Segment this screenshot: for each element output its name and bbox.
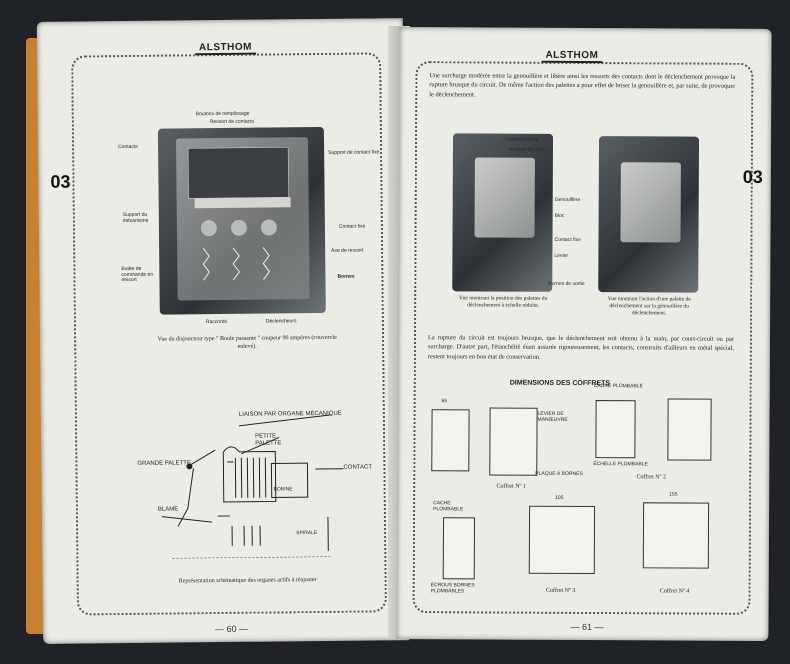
right-folio: — 61 — (570, 621, 604, 633)
mechanism-label: Ressort de choc (508, 146, 546, 153)
breaker-mechanism-drawing (187, 147, 291, 281)
photo-label: Raccords (205, 318, 228, 326)
photo-label: Butée de commande en ressort (121, 265, 154, 284)
case-label-4: Coffret Nº 4 (659, 588, 690, 595)
case-label-2: Coffret Nº 2 (636, 474, 666, 481)
second-paragraph: La rupture du circuit est toujours brusq… (427, 334, 734, 361)
case-label-3: Coffret Nº 3 (545, 587, 576, 594)
dims-label: 65 (441, 398, 448, 405)
diagram-label-contact: CONTACT (343, 464, 373, 471)
photo-label: Contacts (118, 143, 138, 151)
left-folio: — 60 — (215, 623, 249, 635)
photo-caption-a: Vue montrant la position des palettes du… (459, 295, 548, 309)
dims-label: ÉCHELLE PLOMBABLE (593, 461, 648, 468)
case3-front-drawing (528, 505, 596, 575)
mechanism-label: Levier (554, 252, 569, 259)
mechanism-photo-b (598, 136, 700, 293)
mechanism-plate-b (620, 162, 681, 243)
pallet-schematic (161, 414, 344, 559)
photo-caption-b: Vue montrant l'action d'une palette de d… (607, 296, 691, 317)
dims-label: CADRE PLOMBABLE (593, 383, 643, 390)
diagram-label-blade: BLAME (157, 506, 179, 513)
diagram-label-small-pallet: PETITE PALETTE (255, 433, 282, 447)
mechanism-photo-a (452, 133, 554, 292)
breaker-photo (157, 126, 326, 315)
left-chapter-number: 03 (50, 171, 71, 192)
diagram-label-coil2: SPIRALE (296, 530, 318, 537)
intro-paragraph: Une surcharge modérée entre la genouillè… (429, 72, 736, 98)
photo-label: Bornes (337, 273, 355, 280)
mechanism-label: Contact mobile (505, 136, 539, 143)
diagram-label-linkage: LIAISON PAR ORGANE MÉCANIQUE (238, 410, 342, 418)
photo-label: Contact fixe (338, 223, 366, 230)
case1-side-drawing (489, 407, 538, 476)
photo-label: Support du mécanisme (122, 211, 149, 224)
photo-label: Boutons de remplissage (195, 110, 250, 118)
case3-side-drawing (442, 517, 476, 580)
case1-front-drawing (431, 409, 470, 472)
case2-front-drawing (595, 400, 636, 459)
mechanism-label: Genouillère (554, 196, 581, 203)
dims-label: 105 (555, 494, 564, 501)
photo-label: Axe de ressort (331, 247, 364, 254)
right-chapter-number: 03 (742, 166, 763, 187)
diagram-label-big-pallet: GRANDE PALETTE (137, 460, 191, 467)
case-label-1: Coffret Nº 1 (496, 483, 526, 490)
dims-label: ÉCROUS BORNES PLOMBABLES (430, 582, 475, 594)
photo-caption: Vue du disjoncteur type " Boule passante… (157, 334, 337, 350)
photo-label: Support de contact fixe (328, 149, 380, 156)
left-page: ALSTHOM 03 Boutons de remplissage Ressor… (36, 18, 410, 644)
dims-label: 155 (669, 491, 678, 498)
mechanism-label: Bornes de sortie (548, 280, 585, 288)
right-page: ALSTHOM 03 Une surcharge modérée entre l… (396, 27, 772, 641)
left-brand-header: ALSTHOM (194, 41, 257, 56)
right-brand-header: ALSTHOM (541, 49, 603, 64)
dims-label: LEVIER DE MANŒUVRE (537, 410, 568, 423)
diagram-label-coil: BOBINE (273, 486, 293, 493)
mechanism-label: Bloc (554, 212, 565, 219)
mechanism-label: Contact fixe (554, 236, 581, 243)
photo-label: Ressort de contacts (209, 118, 255, 126)
dims-label: CACHE PLOMBABLE (433, 500, 464, 512)
open-book: ALSTHOM 03 Boutons de remplissage Ressor… (26, 16, 776, 648)
photo-label: Déclencheurs (265, 318, 297, 325)
case2-side-drawing (667, 398, 712, 461)
case4-front-drawing (642, 502, 710, 569)
dims-label: PLAQUE À BORNES (535, 470, 583, 477)
mechanism-plate-a (474, 157, 535, 238)
